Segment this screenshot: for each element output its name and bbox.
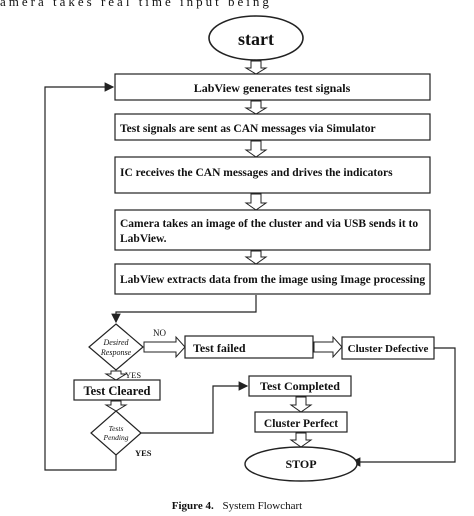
block-arrow-3 [244, 140, 268, 158]
cluster-perfect-box [254, 411, 348, 433]
test-failed-label: Test failed [193, 341, 246, 355]
cluster-defective-label: Cluster Defective [348, 343, 429, 355]
edge-tests-completed [141, 381, 249, 434]
block-arrow-yes-desired [104, 370, 128, 381]
camera-box [114, 209, 431, 251]
top-text-fragment: amera takes real time input being [0, 0, 272, 9]
test-completed-box [248, 375, 352, 397]
desired-label-line1: Desired [102, 338, 129, 347]
block-arrow-5 [244, 250, 268, 265]
figure-caption: Figure 4. System Flowchart [0, 500, 474, 512]
cluster-perfect-label: Cluster Perfect [264, 418, 338, 430]
desired-diamond [88, 323, 144, 371]
generate-box [114, 73, 431, 101]
ic-box [114, 156, 431, 194]
extract-label: LabView extracts data from the image usi… [120, 274, 425, 286]
stop-label: STOP [285, 457, 316, 471]
test-completed-label: Test Completed [260, 379, 340, 393]
block-arrow-failed-defective [313, 335, 343, 359]
edge-label-yes-desired: YES [125, 370, 141, 380]
edge-extract-desired [111, 295, 257, 324]
tests-label-line1: Tests [109, 424, 124, 433]
block-arrow-perfect-stop [289, 432, 313, 448]
send-label: Test signals are sent as CAN messages vi… [120, 123, 376, 135]
test-cleared-box [73, 379, 161, 401]
edge-yes-loop [44, 82, 117, 471]
send-box [114, 113, 431, 141]
start-oval [208, 15, 304, 61]
edge-label-no: NO [153, 328, 166, 338]
stop-oval [244, 446, 358, 482]
block-arrow-cleared-tests [104, 400, 128, 412]
block-arrow-no [143, 335, 186, 359]
generate-label: LabView generates test signals [194, 81, 351, 95]
tests-label-line2: Pending [103, 433, 129, 442]
test-failed-box [184, 335, 314, 359]
extract-box [114, 263, 431, 295]
edge-defective-stop [350, 347, 456, 467]
test-cleared-label: Test Cleared [83, 384, 150, 398]
desired-label-line2: Response [100, 348, 132, 357]
block-arrow-completed-perfect [289, 396, 313, 413]
ic-label: IC receives the CAN messages and drives … [120, 167, 393, 179]
camera-label-line1: Camera takes an image of the cluster and… [120, 218, 418, 230]
edge-label-yes-tests: YES [135, 448, 152, 458]
camera-label-line2: LabView. [120, 233, 167, 245]
flowchart-diagram: start LabView generates test signals Tes… [44, 15, 456, 482]
start-label: start [238, 29, 274, 49]
block-arrow-2 [244, 100, 268, 115]
caption-text: System Flowchart [222, 500, 303, 512]
block-arrow-1 [244, 60, 268, 75]
block-arrow-4 [244, 193, 268, 211]
caption-label: Figure 4. [171, 500, 214, 512]
